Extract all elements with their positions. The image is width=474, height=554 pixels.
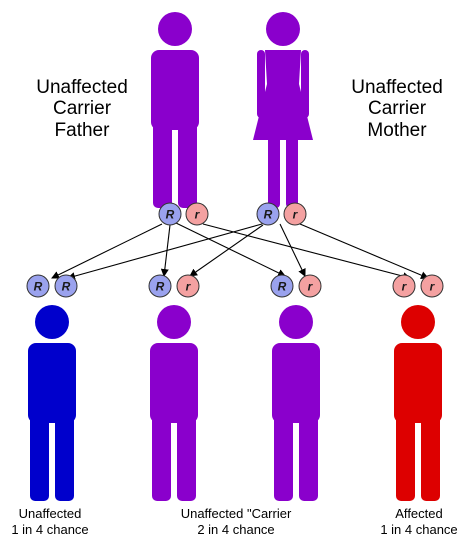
child-affected-chance: 1 in 4 chance xyxy=(380,521,458,537)
child-2-allele-2-letter: r xyxy=(186,280,192,294)
child-3-allele-2-letter: r xyxy=(308,280,314,294)
child-2-allele-1: R xyxy=(148,274,172,298)
child-unaffected-chance: 1 in 4 chance xyxy=(11,521,89,537)
male-figure-icon xyxy=(151,12,199,208)
mother-label-line1: Unaffected xyxy=(351,77,443,98)
child-3-allele-1-letter: R xyxy=(278,280,287,294)
father-allele-R-0: R xyxy=(158,202,182,226)
inheritance-arrow-8 xyxy=(299,223,429,279)
father-label-line3: Father xyxy=(54,119,110,141)
mother-allele-r-1-letter: r xyxy=(293,208,299,222)
child-2-allele-1-letter: R xyxy=(156,280,165,294)
inheritance-arrow-7 xyxy=(279,223,306,277)
child-3-allele-1: R xyxy=(270,274,294,298)
father-allele-r-1-letter: r xyxy=(195,208,201,222)
child-4-allele-2-letter: r xyxy=(430,280,436,294)
mother-allele-R-0-letter: R xyxy=(264,208,273,222)
carrier-children-status: Unaffected "Carrier xyxy=(180,506,292,521)
child-affected-label: Affected 1 in 4 chance xyxy=(364,506,474,537)
child-affected-status: Affected xyxy=(395,506,443,521)
child-2-allele-2: r xyxy=(176,274,200,298)
child-unaffected-label: Unaffected 1 in 4 chance xyxy=(0,506,105,537)
child-3-allele-2: r xyxy=(298,274,322,298)
father-label-line1: Unaffected xyxy=(36,77,128,98)
carrier-children-label: Unaffected "Carrier 2 in 4 chance xyxy=(156,506,316,537)
figures-layer xyxy=(28,12,442,501)
father-allele-r-1: r xyxy=(185,202,209,226)
mother-allele-R-0: R xyxy=(256,202,280,226)
father-label: Unaffected Carrier Father xyxy=(20,77,144,141)
child-1-allele-2: R xyxy=(54,274,78,298)
child-1-allele-2-letter: R xyxy=(62,280,71,294)
inheritance-arrows xyxy=(51,222,429,281)
mother-allele-r-1: r xyxy=(283,202,307,226)
inheritance-arrow-6 xyxy=(189,224,264,277)
mother-label-line2: Carrier xyxy=(367,98,427,120)
male-figure-icon-child-1 xyxy=(28,305,76,501)
inheritance-arrow-5 xyxy=(67,223,263,280)
mother-label: Unaffected Carrier Mother xyxy=(335,77,459,141)
inheritance-arrow-3 xyxy=(175,222,286,277)
female-figure-icon xyxy=(253,12,313,208)
child-1-allele-1-letter: R xyxy=(34,280,43,294)
carrier-children-chance: 2 in 4 chance xyxy=(197,521,275,537)
child-4-allele-2: r xyxy=(420,274,444,298)
male-figure-icon-child-2 xyxy=(150,305,198,501)
father-allele-R-0-letter: R xyxy=(166,208,175,222)
child-4-allele-1-letter: r xyxy=(402,280,408,294)
mother-label-line3: Mother xyxy=(367,119,427,141)
male-figure-icon-child-3 xyxy=(272,305,320,501)
child-4-allele-1: r xyxy=(392,274,416,298)
inheritance-arrow-4 xyxy=(202,223,411,281)
father-label-line2: Carrier xyxy=(52,98,112,120)
child-1-allele-1: R xyxy=(26,274,50,298)
male-figure-icon-child-4 xyxy=(394,305,442,501)
child-unaffected-status: Unaffected xyxy=(18,506,82,521)
inheritance-arrow-1 xyxy=(51,223,163,279)
